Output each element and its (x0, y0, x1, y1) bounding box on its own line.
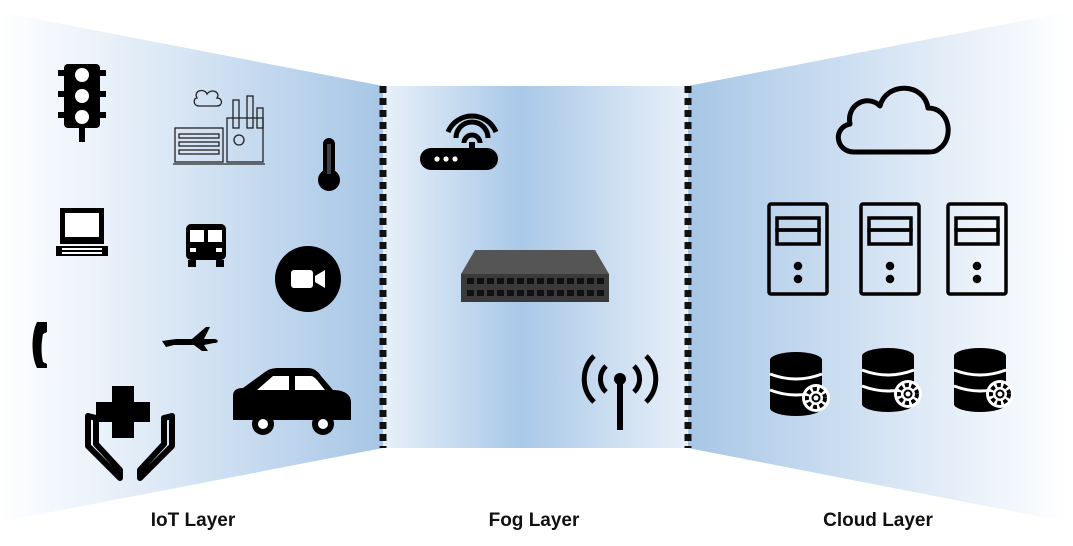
laptop-icon (56, 208, 108, 256)
antenna-tower-icon (581, 354, 659, 430)
server-icon (767, 202, 829, 296)
database-gear-icon (769, 352, 830, 416)
thermometer-icon (318, 138, 340, 191)
traffic-light-icon (58, 64, 106, 142)
iot-layer-label: IoT Layer (150, 510, 236, 531)
video-camera-icon (275, 246, 341, 312)
wifi-router-icon (420, 113, 499, 170)
network-switch-icon (461, 250, 609, 302)
bus-icon (186, 224, 226, 267)
database-gear-icon (861, 348, 922, 412)
database-gear-icon (953, 348, 1014, 412)
server-icon (859, 202, 921, 296)
fog-layer-label: Fog Layer (488, 510, 580, 531)
cloud-icon (836, 85, 951, 155)
cloud-layer-label: Cloud Layer (823, 510, 933, 531)
car-icon (233, 368, 351, 435)
factory-icon (173, 89, 265, 165)
airplane-icon (162, 327, 218, 351)
server-icon (946, 202, 1008, 296)
healthcare-icon (85, 386, 175, 481)
cloud-panel (688, 12, 1068, 522)
phone-icon (32, 322, 47, 368)
